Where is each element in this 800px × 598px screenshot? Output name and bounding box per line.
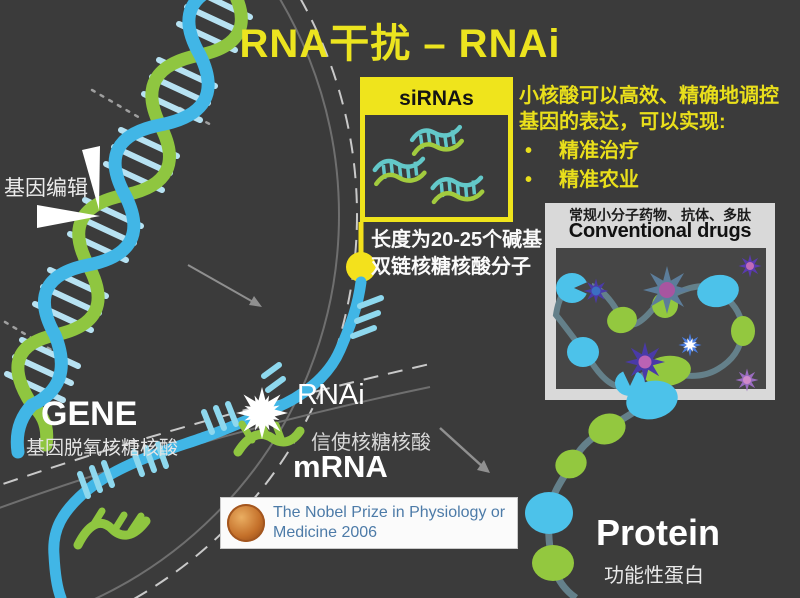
nobel-prize-text: The Nobel Prize in Physiology or Medicin… <box>273 503 505 543</box>
rnai-label: RNAi <box>297 379 365 411</box>
mrna-comb-teeth <box>77 295 384 499</box>
benefits-line2: 基因的表达，可以实现: <box>519 111 726 133</box>
cleavage-starburst-icon <box>236 387 288 439</box>
gene-label: GENE <box>41 395 138 433</box>
benefits-line1: 小核酸可以高效、精确地调控 <box>519 85 779 107</box>
benefit-item-agriculture: • 精准农业 <box>519 167 779 193</box>
translation-arrow <box>439 427 490 473</box>
mrna-label-zh: 信使核糖核酸 <box>311 432 431 454</box>
nobel-text-line1: The Nobel Prize in Physiology or <box>273 504 506 521</box>
nobel-text-line2: Medicine 2006 <box>273 524 378 541</box>
nobel-medal-icon <box>227 504 265 542</box>
sirna-box-label: siRNAs <box>365 82 508 115</box>
gene-editing-label: 基因编辑 <box>4 177 88 200</box>
nobel-prize-badge: The Nobel Prize in Physiology or Medicin… <box>220 497 518 549</box>
gene-editing-wedge-icons <box>37 146 100 228</box>
benefit-label: 精准治疗 <box>559 140 639 162</box>
drugs-label-zh: 常规小分子药物、抗体、多肽 <box>569 207 751 223</box>
conventional-drugs-box <box>545 203 775 402</box>
helix-rungs <box>4 0 253 403</box>
sirna-node <box>346 252 376 282</box>
dna-helix <box>4 0 253 459</box>
gene-label-zh: 基因脱氧核糖核酸 <box>26 438 179 459</box>
sirna-caption-line2: 双链核糖核酸分子 <box>371 256 531 278</box>
protein-label: Protein <box>596 512 721 553</box>
protein-chain <box>525 380 678 598</box>
bullet-icon: • <box>525 140 533 162</box>
drugs-label: Conventional drugs <box>568 220 752 242</box>
transcription-arrow <box>187 264 262 307</box>
benefit-label: 精准农业 <box>559 169 639 191</box>
mrna-strand <box>48 222 384 598</box>
sirna-caption-line1: 长度为20-25个碱基 <box>371 229 543 251</box>
drug-molecule-star-icons <box>583 254 762 392</box>
helix-blue-strand <box>10 0 215 459</box>
benefits-text: 小核酸可以高效、精确地调控 基因的表达，可以实现: • 精准治疗 • 精准农业 <box>519 83 779 193</box>
benefit-item-therapy: • 精准治疗 <box>519 138 779 164</box>
sirna-caption: 长度为20-25个碱基 双链核糖核酸分子 <box>371 227 542 281</box>
protein-label-zh: 功能性蛋白 <box>604 565 704 587</box>
mrna-label: mRNA <box>293 449 388 484</box>
page-title: RNA干扰 – RNAi <box>239 22 561 66</box>
sirna-fragment-bottom <box>73 507 151 550</box>
sirna-box: siRNAs <box>360 77 513 222</box>
bullet-icon: • <box>525 169 533 191</box>
helix-green-strand <box>11 0 248 452</box>
